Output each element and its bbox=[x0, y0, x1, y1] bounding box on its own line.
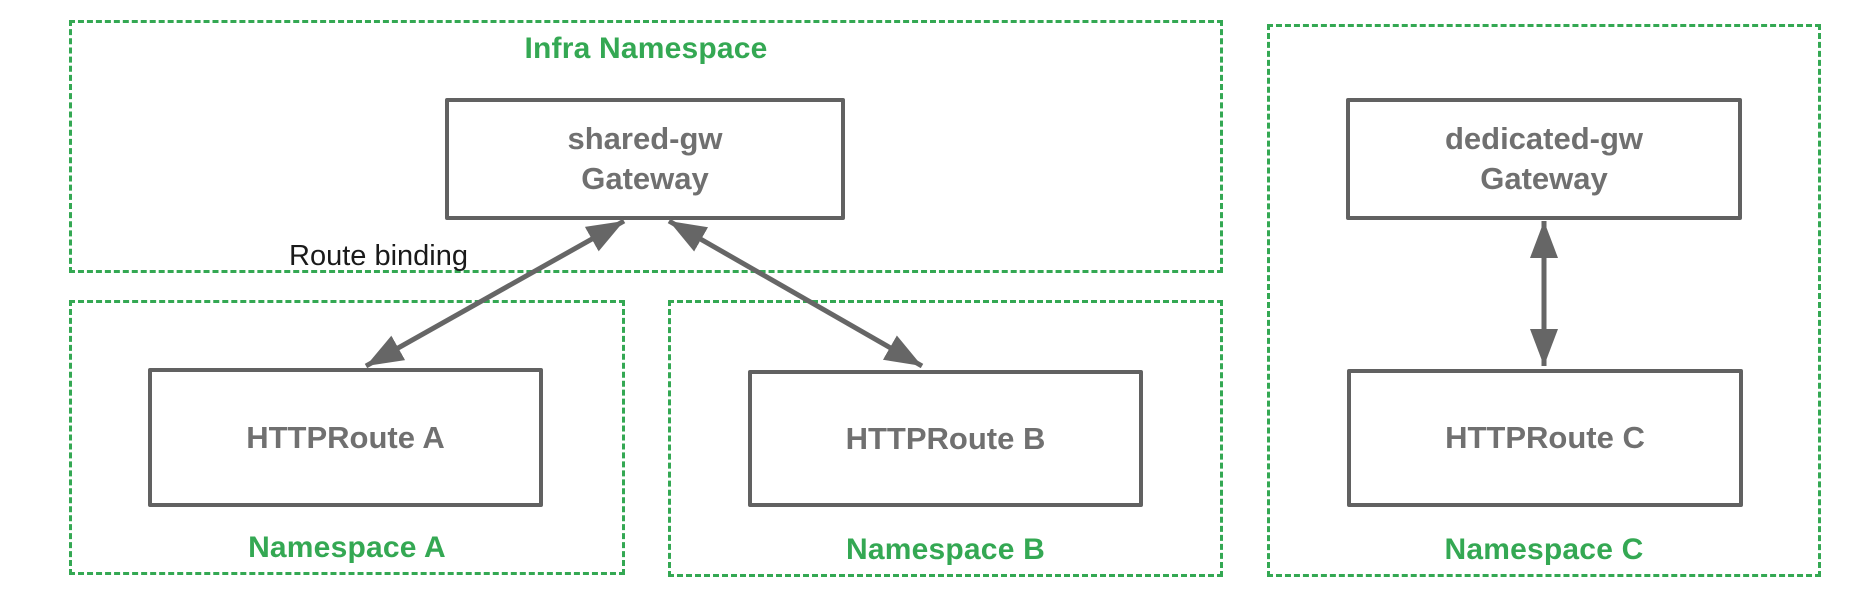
group-namespace-c: Namespace C bbox=[1267, 24, 1821, 577]
node-httproute-c: HTTPRoute C bbox=[1347, 369, 1743, 507]
node-dedicated-gw-gateway: dedicated-gw Gateway bbox=[1346, 98, 1742, 220]
node-shared-gw-name: shared-gw bbox=[567, 121, 723, 156]
group-infra-namespace: Infra Namespace bbox=[69, 20, 1223, 273]
group-namespace-b: Namespace B bbox=[668, 300, 1223, 577]
group-label-namespace-c: Namespace C bbox=[1444, 533, 1644, 566]
node-dedicated-gw-kind: Gateway bbox=[1480, 161, 1608, 196]
route-binding-label: Route binding bbox=[289, 240, 468, 272]
group-namespace-a: Namespace A bbox=[69, 300, 625, 575]
node-shared-gw-gateway: shared-gw Gateway bbox=[445, 98, 845, 220]
node-httproute-b-label: HTTPRoute B bbox=[845, 420, 1046, 456]
node-shared-gw-kind: Gateway bbox=[581, 161, 709, 196]
node-dedicated-gw-name: dedicated-gw bbox=[1444, 121, 1644, 156]
group-label-namespace-b: Namespace B bbox=[846, 533, 1045, 566]
group-label-namespace-a: Namespace A bbox=[248, 531, 446, 564]
group-label-infra-namespace: Infra Namespace bbox=[524, 32, 768, 65]
node-httproute-b: HTTPRoute B bbox=[748, 370, 1143, 507]
node-httproute-a: HTTPRoute A bbox=[148, 368, 543, 507]
node-httproute-c-label: HTTPRoute C bbox=[1445, 420, 1645, 455]
node-httproute-a-label: HTTPRoute A bbox=[246, 419, 445, 455]
